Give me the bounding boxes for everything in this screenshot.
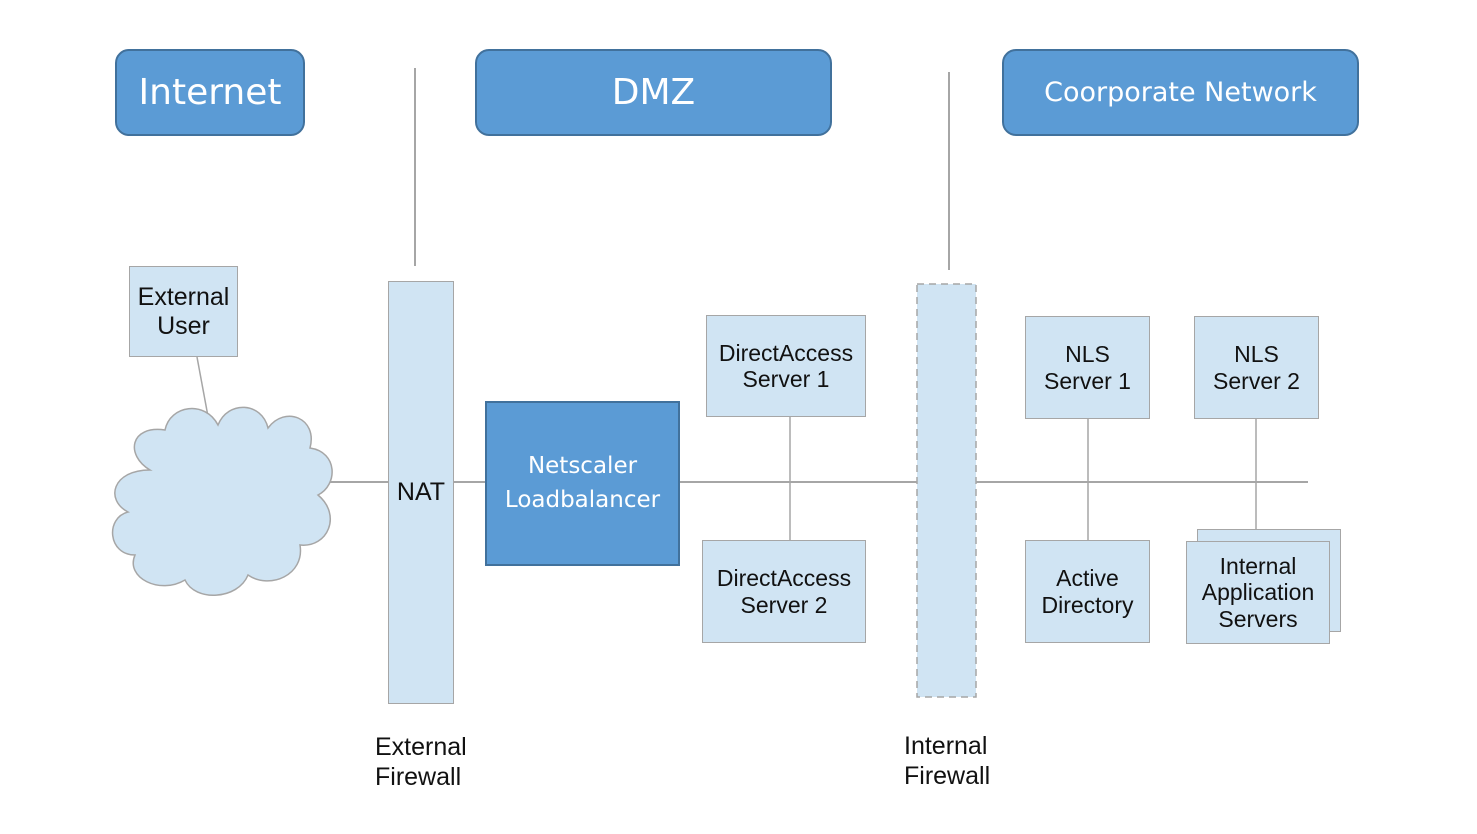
directaccess-server-2: DirectAccess Server 2 <box>702 540 866 643</box>
node-label: Directory <box>1041 591 1134 618</box>
node-label: Server 1 <box>742 366 830 392</box>
internal-firewall-caption: Internal Firewall <box>904 731 990 791</box>
external-firewall-nat: NAT <box>388 281 454 704</box>
internal-firewall-shape <box>916 283 977 698</box>
node-label: DirectAccess <box>716 565 852 592</box>
zone-internet: Internet <box>115 49 305 136</box>
node-label: Internal <box>1219 552 1297 579</box>
node-label: Server 1 <box>1044 367 1131 394</box>
netscaler-loadbalancer-node: Netscaler Loadbalancer <box>485 401 680 566</box>
node-label: User <box>157 311 210 340</box>
nls-server-1: NLS Server 1 <box>1025 316 1150 419</box>
external-firewall-caption: External Firewall <box>375 732 467 792</box>
node-label: External <box>137 282 230 311</box>
caption-line: Firewall <box>904 762 991 790</box>
caption-line: Internal <box>904 732 988 760</box>
caption-line: External <box>375 733 467 761</box>
zone-dmz: DMZ <box>475 49 832 136</box>
external-user-node: External User <box>129 266 238 357</box>
internal-application-servers-node: Internal Application Servers <box>1186 541 1330 644</box>
node-label: Netscaler <box>527 453 638 480</box>
caption-line: Firewall <box>375 763 462 791</box>
active-directory-node: Active Directory <box>1025 540 1150 643</box>
node-label: Loadbalancer <box>504 486 661 513</box>
node-label: Server 2 <box>740 591 828 618</box>
node-label: NLS <box>1234 341 1279 368</box>
nat-label: NAT <box>396 478 446 506</box>
node-label: Active <box>1056 565 1119 592</box>
zone-corporate-network: Coorporate Network <box>1002 49 1359 136</box>
nls-server-2: NLS Server 2 <box>1194 316 1319 419</box>
node-label: Servers <box>1218 605 1298 632</box>
node-label: Server 2 <box>1213 367 1300 394</box>
node-label: Application <box>1201 579 1315 606</box>
node-label: NLS <box>1065 341 1110 368</box>
internet-cloud-icon <box>112 406 333 596</box>
directaccess-server-1: DirectAccess Server 1 <box>706 315 866 417</box>
node-label: DirectAccess <box>718 339 854 366</box>
